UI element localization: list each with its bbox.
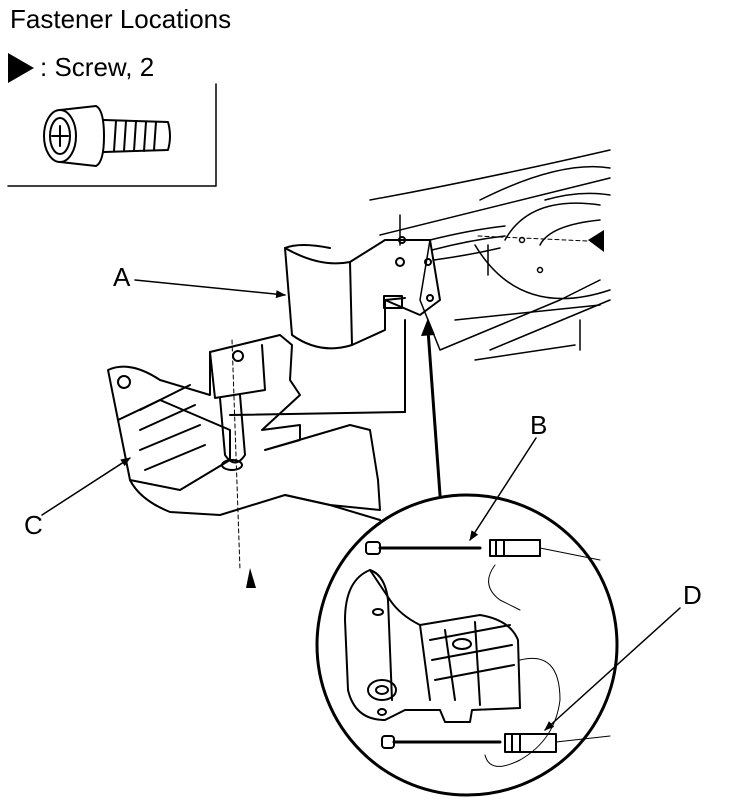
detail-pointer	[421, 318, 442, 497]
part-a-bracket	[284, 236, 441, 350]
screw-insertion-line	[231, 230, 604, 588]
diagram-title: Fastener Locations	[10, 4, 232, 34]
screw-marker-lower-icon	[246, 568, 256, 588]
part-c-cover	[107, 319, 406, 521]
screw-inset	[7, 83, 217, 187]
callout-c: C	[24, 510, 43, 540]
screw-marker-icon	[8, 52, 34, 83]
leader-lines	[41, 279, 681, 731]
legend: : Screw, 2	[8, 52, 154, 83]
detail-circle	[315, 493, 619, 797]
screw-marker-upper-icon	[588, 230, 604, 252]
callout-b: B	[530, 410, 548, 440]
callout-a: A	[113, 262, 131, 292]
vehicle-body	[369, 149, 611, 361]
callout-d: D	[683, 580, 702, 610]
legend-text: : Screw, 2	[40, 52, 155, 82]
screw-icon	[43, 105, 171, 167]
wire-harness	[429, 225, 506, 261]
